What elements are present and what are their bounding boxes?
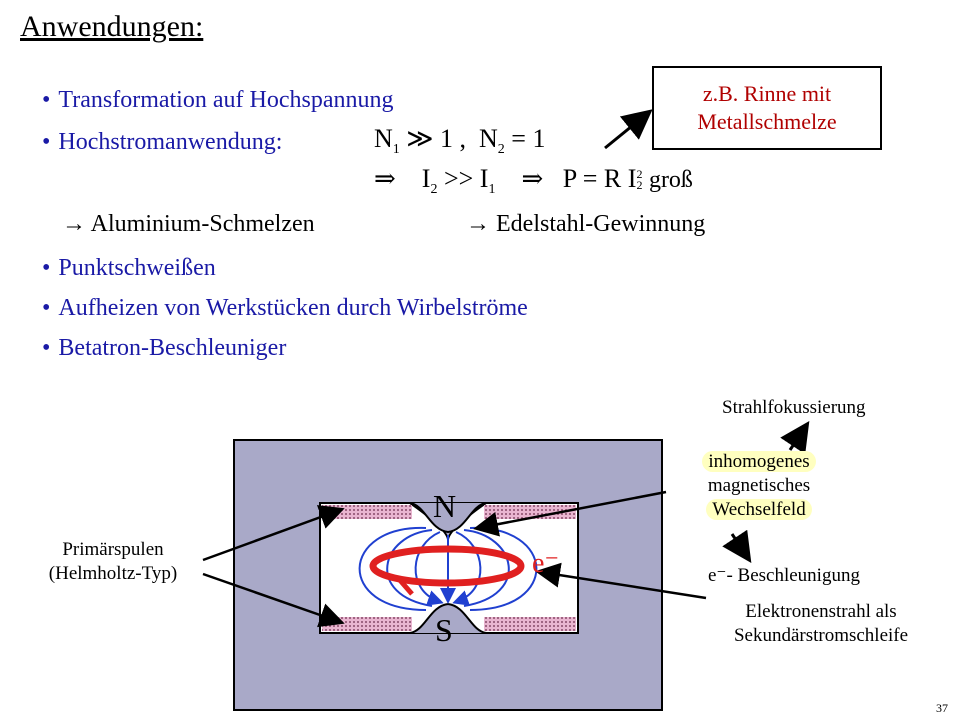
- bullet-dot-icon: •: [42, 87, 51, 113]
- bullet-text: Aufheizen von Werkstücken durch Wirbelst…: [58, 295, 528, 321]
- bullet-dot-icon: •: [42, 129, 51, 155]
- south-label: S: [435, 612, 453, 648]
- arrow-field: [473, 490, 667, 537]
- bullet-text: Transformation auf Hochspannung: [58, 87, 394, 113]
- south-pole: [409, 602, 487, 634]
- callout-line-2: Metallschmelze: [697, 109, 837, 134]
- bullet-aufheizen: • Aufheizen von Werkstücken durch Wirbels…: [42, 294, 528, 322]
- electron-label: e⁻: [532, 548, 560, 579]
- north-label: N: [433, 488, 457, 524]
- callout-line-1: z.B. Rinne mit: [702, 81, 832, 106]
- electron-beam-label: Elektronenstrahl als Sekundärstromschlei…: [733, 601, 909, 646]
- example-edelstahl: → Edelstahl-Gewinnung: [466, 211, 706, 237]
- coil-top-right: [484, 505, 576, 519]
- inhomogeneous-field-label: inhomogenes magnetisches Wechselfeld: [676, 450, 842, 522]
- primary-coils-label: Primärspulen (Helmholtz-Typ): [48, 539, 178, 584]
- callout-arrow: [604, 109, 653, 150]
- bullet-punktschweissen: • Punktschweißen: [42, 254, 216, 282]
- arrow-accel: [722, 529, 752, 563]
- arrow-focus: [780, 421, 810, 455]
- bullet-dot-icon: •: [42, 335, 51, 361]
- bullet-text: Hochstromanwendung:: [58, 129, 283, 155]
- beam-arrow-icon: [396, 576, 414, 596]
- page-number: 37: [936, 701, 948, 715]
- arrow-coil-bottom: [202, 572, 345, 628]
- bullet-text: Betatron-Beschleuniger: [58, 335, 287, 361]
- bullet-dot-icon: •: [42, 295, 51, 321]
- coil-bottom-right: [484, 617, 576, 631]
- electron-beam-ring: [369, 545, 525, 587]
- bullet-dot-icon: •: [42, 255, 51, 281]
- page-title: Anwendungen:: [20, 10, 204, 43]
- example-aluminium: → Aluminium-Schmelzen: [62, 211, 315, 237]
- acceleration-label: e⁻- Beschleunigung: [708, 565, 860, 586]
- arrow-coil-top: [202, 505, 345, 562]
- bullet-transformation: • Transformation auf Hochspannung: [42, 86, 393, 114]
- bullet-text: Punktschweißen: [58, 255, 216, 281]
- bullet-hochstrom: • Hochstromanwendung:: [42, 128, 282, 156]
- formula-turns: N1 ≫ 1 , N2 = 1: [374, 124, 546, 157]
- callout-box: z.B. Rinne mit Metallschmelze: [652, 66, 882, 150]
- arrow-electron-beam: [535, 562, 707, 600]
- bullet-betatron: • Betatron-Beschleuniger: [42, 334, 286, 362]
- beam-focus-label: Strahlfokussierung: [722, 397, 866, 418]
